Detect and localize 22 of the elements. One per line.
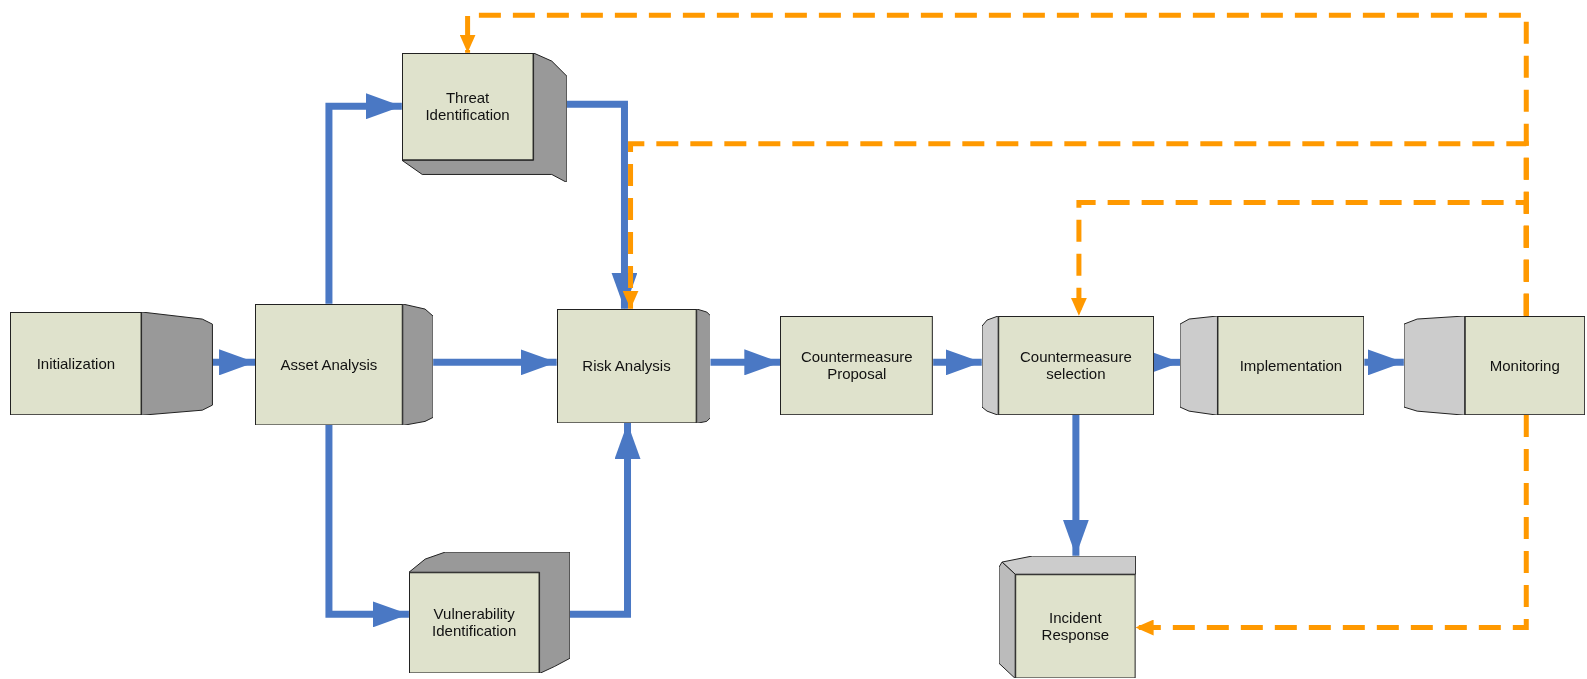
box-label: Implementation [1239, 356, 1343, 374]
arrow [1135, 414, 1529, 636]
box-label: Initialization [36, 354, 116, 372]
arrow [433, 349, 557, 376]
box-label: Threat Identification [424, 89, 511, 124]
arrow [569, 423, 641, 618]
arrow [566, 100, 638, 309]
arrow [325, 425, 409, 628]
arrow [212, 349, 256, 376]
arrow [1364, 349, 1404, 376]
box-label: Countermeasure selection [1019, 348, 1133, 383]
box-label: Monitoring [1489, 356, 1560, 374]
arrow [933, 349, 982, 376]
arrow [325, 93, 402, 304]
box-label: Vulnerability Identification [431, 605, 518, 640]
box-label: Asset Analysis [280, 355, 378, 373]
arrow [710, 349, 781, 376]
arrow [1062, 414, 1089, 556]
box-label: Risk Analysis [582, 357, 671, 375]
box-label: Countermeasure Proposal [799, 348, 914, 383]
arrow [1070, 199, 1529, 316]
box-label: Incident Response [1040, 608, 1111, 643]
